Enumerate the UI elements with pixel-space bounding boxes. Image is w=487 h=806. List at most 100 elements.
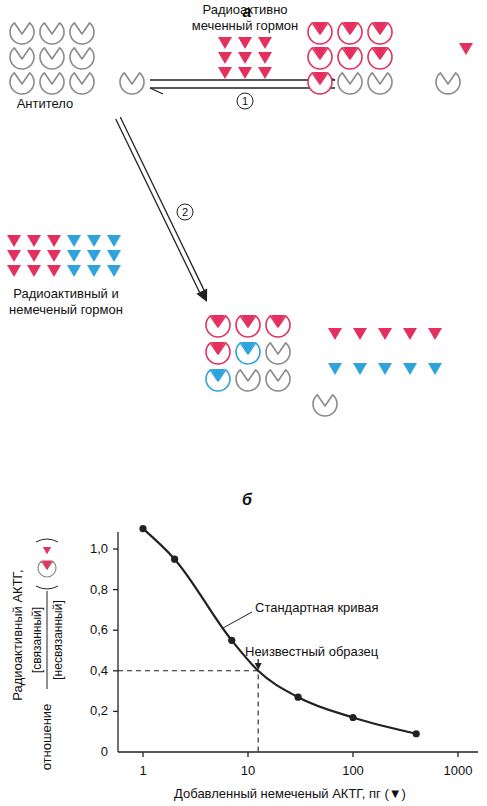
hormone-triangle	[47, 265, 61, 277]
antibody	[368, 23, 392, 44]
hormone-triangle	[403, 328, 417, 340]
x-tick-label: 1000	[444, 763, 473, 779]
antibody	[38, 561, 56, 577]
hormone-triangle	[87, 235, 101, 247]
panel-a	[7, 22, 473, 416]
group-label: Радиоактивный и немеченый гормон	[1, 286, 131, 317]
x-tick-label: 1	[139, 763, 146, 779]
y-tick	[113, 670, 118, 671]
step-number: 1	[237, 93, 254, 110]
data-point	[139, 525, 146, 532]
antibody	[120, 73, 144, 94]
data-point	[413, 730, 420, 737]
fraction-bar	[47, 591, 48, 689]
x-tick	[247, 752, 248, 757]
antibody	[313, 395, 337, 416]
hormone-triangle	[313, 47, 327, 59]
bound-icon	[36, 539, 58, 589]
hormone-triangle	[211, 342, 225, 354]
hormone-triangle	[353, 328, 367, 340]
y-tick-label: 0,6	[90, 622, 108, 638]
arrow-head	[150, 88, 163, 94]
y-tick	[113, 589, 118, 590]
hormone-triangle	[313, 72, 327, 84]
hormone-triangle	[218, 37, 232, 49]
hormone-triangle	[378, 363, 392, 375]
antibody	[206, 370, 230, 391]
leader-line	[223, 612, 252, 628]
reaction-arrow	[116, 119, 200, 292]
standard-curve	[143, 529, 416, 734]
antibody	[436, 73, 460, 94]
hormone-triangle	[43, 547, 51, 554]
hormone-triangle	[238, 52, 252, 64]
axis-title: Радиоактивный АКТГ,	[10, 569, 26, 700]
hormone-triangle	[7, 265, 21, 277]
data-point	[349, 714, 356, 721]
antibody	[308, 48, 332, 69]
hormone-triangle	[211, 315, 225, 327]
y-tick	[113, 548, 118, 549]
hormone-triangle	[211, 369, 225, 381]
antibody	[338, 73, 362, 94]
hormone-triangle	[459, 43, 473, 55]
antibody	[308, 73, 332, 94]
hormone-triangle	[67, 265, 81, 277]
antibody	[40, 23, 64, 44]
antibody	[40, 73, 64, 94]
free-hormone-icon	[43, 547, 51, 554]
step-number: 2	[177, 204, 194, 221]
arrow-head	[196, 289, 207, 302]
antibody	[206, 316, 230, 337]
x-tick	[352, 752, 353, 757]
y-tick-label: 0,4	[90, 663, 108, 679]
hormone-triangle	[258, 52, 272, 64]
fraction-numerator: [связанный]	[30, 607, 44, 673]
panel-b	[36, 525, 478, 757]
hormone-triangle	[107, 250, 121, 262]
panel-letter: б	[242, 490, 252, 509]
y-tick-label: 1,0	[90, 541, 108, 557]
equilibrium-arrow	[150, 87, 335, 88]
antibody	[70, 23, 94, 44]
axis-title: Добавленный немеченый АКТГ, пг (▼)	[174, 786, 406, 802]
parenthesis	[36, 586, 58, 589]
hormone-triangle	[7, 250, 21, 262]
antibody	[40, 48, 64, 69]
antibody	[368, 48, 392, 69]
y-tick-label: 0,8	[90, 582, 108, 598]
hormone-triangle	[42, 561, 53, 570]
hormone-triangle	[373, 47, 387, 59]
hormone-triangle	[238, 37, 252, 49]
antibody	[70, 73, 94, 94]
hormone-triangle	[258, 37, 272, 49]
hormone-triangle	[403, 363, 417, 375]
hormone-triangle	[67, 250, 81, 262]
data-point	[294, 694, 301, 701]
antibody	[10, 23, 34, 44]
hormone-triangle	[328, 363, 342, 375]
hormone-triangle	[258, 67, 272, 79]
hormone-triangle	[328, 328, 342, 340]
hormone-triangle	[47, 250, 61, 262]
hormone-triangle	[107, 235, 121, 247]
fraction-denominator: [несвязанный]	[51, 600, 65, 679]
hormone-triangle	[428, 328, 442, 340]
antibody	[266, 370, 290, 391]
data-point	[171, 556, 178, 563]
hormone-triangle	[241, 342, 255, 354]
antibody	[266, 343, 290, 364]
bound-antibody-icon	[38, 561, 56, 578]
hormone-triangle	[27, 265, 41, 277]
hormone-triangle	[343, 47, 357, 59]
hormone-triangle	[313, 22, 327, 34]
hormone-triangle	[87, 265, 101, 277]
hormone-triangle	[87, 250, 101, 262]
x-tick	[457, 752, 458, 757]
axis-title: отношение	[39, 704, 55, 771]
antibody	[236, 316, 260, 337]
antibody	[236, 343, 260, 364]
hormone-triangle	[241, 315, 255, 327]
